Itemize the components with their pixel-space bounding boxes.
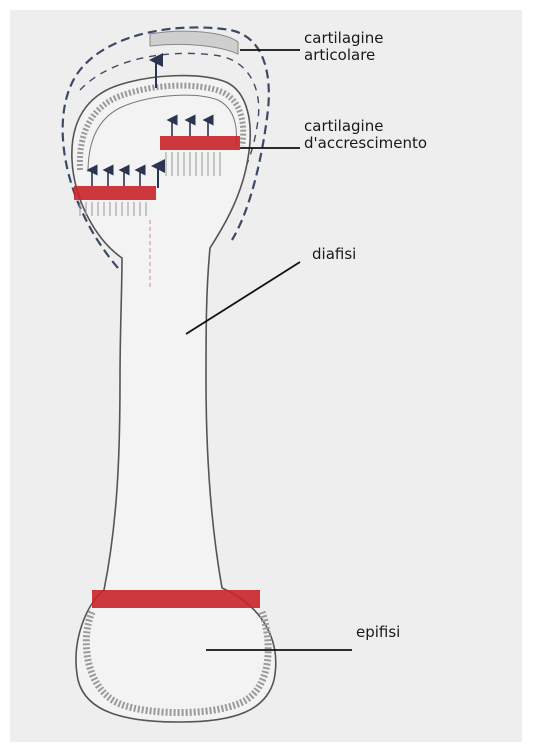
label-articular-cartilage-line1: cartilagine [304,30,383,47]
label-articular-cartilage-line2: articolare [304,47,383,64]
growth-plate-right [160,136,240,150]
articular-cartilage-future [150,31,238,54]
growth-plate-lower [92,590,260,608]
bone-outline [72,76,276,722]
label-growth-cartilage-line2: d'accrescimento [304,135,427,152]
label-articular-cartilage: cartilagine articolare [304,30,383,64]
growth-plate-left [74,186,156,200]
label-epiphysis: epifisi [356,624,400,641]
label-growth-cartilage-line1: cartilagine [304,118,427,135]
label-diaphysis: diafisi [312,246,356,263]
label-growth-cartilage: cartilagine d'accrescimento [304,118,427,152]
